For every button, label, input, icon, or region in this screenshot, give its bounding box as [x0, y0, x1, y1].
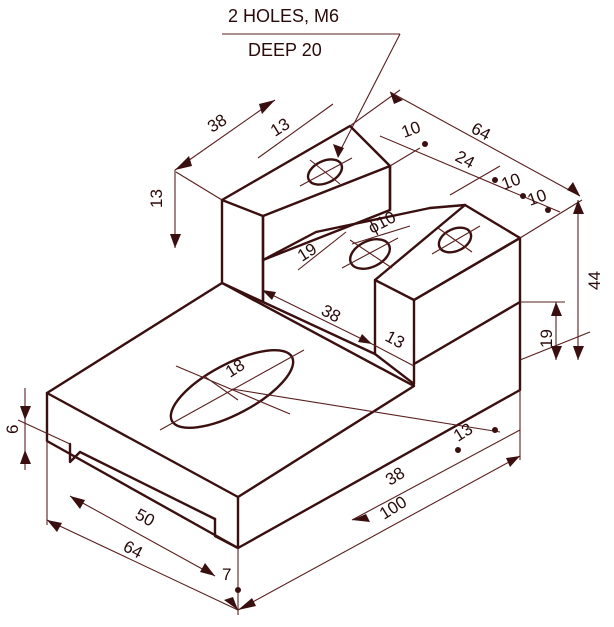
- upper-left-front-face: [220, 198, 265, 304]
- dim-line: [351, 429, 521, 521]
- dim-10-b: 10: [499, 169, 523, 193]
- dim-line: [261, 289, 373, 345]
- dim-38-slot: 38: [318, 301, 344, 327]
- dim-64-bottom: 64: [120, 537, 146, 563]
- arrowhead: [506, 456, 520, 467]
- base-right-face: [236, 300, 522, 550]
- recess-right-edge: [213, 517, 240, 550]
- arrowhead: [551, 346, 562, 360]
- dim-line: [69, 495, 216, 577]
- dimension-markers: [20, 92, 584, 610]
- dim-line: [297, 231, 347, 271]
- base-top-face: [45, 281, 416, 499]
- leader-arrowhead: [333, 144, 344, 158]
- centerline: [309, 159, 341, 185]
- dim-line: [175, 171, 223, 201]
- centerline: [431, 225, 481, 255]
- dim-dot: [492, 177, 498, 183]
- dim-50: 50: [132, 505, 158, 531]
- slot-back-edge: [261, 206, 432, 262]
- arrowhead: [551, 302, 562, 316]
- dim-line: [519, 199, 583, 239]
- arrowhead: [573, 346, 584, 360]
- dim-38-base: 38: [382, 463, 408, 489]
- dimension-labels: 38 13 64 10 24 10 10 13 44 ϕ10 19 38 13 …: [3, 110, 604, 584]
- centerline: [349, 239, 393, 269]
- dim-line: [351, 225, 411, 245]
- note-line1: 2 HOLES, M6: [228, 6, 339, 26]
- dim-dot: [422, 141, 428, 147]
- dim-18: 18: [222, 355, 248, 381]
- dim-38-top: 38: [204, 110, 230, 136]
- part-outline: [45, 124, 522, 550]
- arrowhead: [70, 496, 85, 509]
- arrowhead: [573, 200, 584, 214]
- arrowhead: [47, 520, 62, 532]
- dim-64-top: 64: [468, 119, 494, 145]
- dim-dot: [235, 587, 241, 593]
- centerline: [437, 227, 473, 253]
- arrowhead: [20, 406, 31, 420]
- arrowhead: [358, 334, 372, 344]
- dim-line: [389, 147, 421, 167]
- dim-line: [371, 343, 415, 367]
- dim-line: [379, 135, 561, 213]
- dim-10-a: 10: [399, 117, 423, 141]
- recess-top-edge: [78, 450, 217, 521]
- dim-44: 44: [585, 271, 604, 290]
- dim-13-left: 13: [147, 189, 166, 208]
- recess-left-edge: [68, 442, 82, 464]
- dim-dot: [492, 427, 498, 433]
- dim-dot: [455, 447, 461, 453]
- arrowhead: [170, 234, 181, 248]
- arrowhead: [352, 514, 370, 522]
- upper-left-top-face: [220, 124, 392, 218]
- arrowhead: [259, 100, 275, 114]
- slot-back-right: [428, 203, 467, 210]
- dim-line: [231, 388, 501, 433]
- base-left-face: [45, 391, 240, 550]
- dim-line: [389, 91, 581, 197]
- dim-line: [203, 375, 239, 401]
- upper-right-front-face: [373, 278, 416, 386]
- arrowhead: [567, 182, 580, 196]
- arrowhead: [390, 92, 403, 104]
- centerline: [175, 365, 291, 415]
- arrowhead: [262, 290, 276, 300]
- m6-hole-right: [437, 226, 473, 254]
- dim-19-slot: 19: [294, 239, 320, 265]
- arrowhead: [200, 563, 215, 576]
- dim-phi10: ϕ10: [365, 207, 399, 237]
- dim-line: [174, 99, 276, 171]
- arrowhead: [224, 597, 238, 610]
- dim-dot: [545, 207, 551, 213]
- centerline: [299, 157, 353, 187]
- dim-line: [257, 103, 334, 159]
- note-leader: [337, 33, 401, 156]
- arrowhead: [20, 450, 31, 464]
- dim-13-slot: 13: [382, 327, 408, 353]
- m6-hole-left: [306, 158, 344, 186]
- holes: [159, 157, 481, 431]
- dim-13-base: 13: [450, 419, 476, 445]
- note-line2: DEEP 20: [248, 40, 322, 60]
- dim-7: 7: [222, 565, 231, 584]
- arrowhead: [238, 598, 256, 610]
- dim-19-right: 19: [537, 329, 556, 348]
- dim-13-top: 13: [267, 114, 293, 140]
- dim-6: 6: [3, 425, 22, 434]
- slot-floor-front: [261, 300, 377, 356]
- dim-line: [237, 455, 521, 611]
- dim-line: [17, 419, 71, 445]
- hole-note: 2 HOLES, M6 DEEP 20: [222, 6, 401, 158]
- upper-right-side-face: [412, 236, 522, 304]
- dim-line: [449, 165, 501, 196]
- upper-left-inner-face: [261, 164, 392, 262]
- dim-dot: [520, 193, 526, 199]
- dim-line: [46, 519, 239, 611]
- dimension-lines: [17, 89, 591, 615]
- arrowhead: [175, 156, 192, 170]
